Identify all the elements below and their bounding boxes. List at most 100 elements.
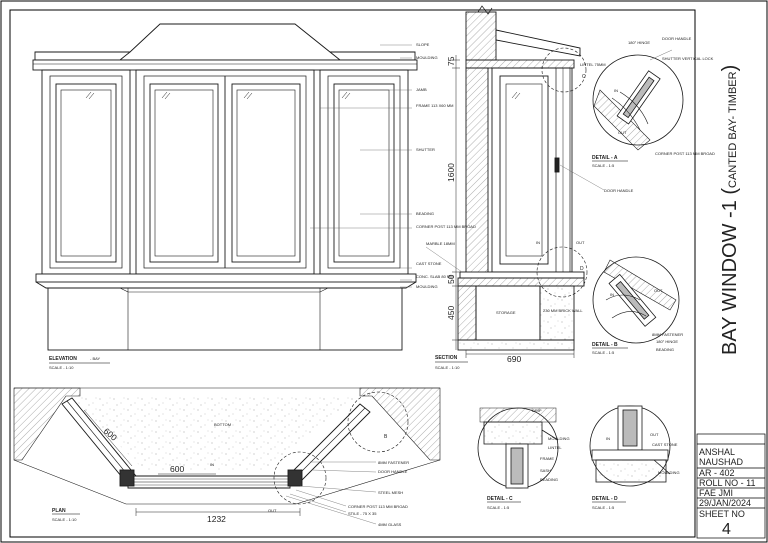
detail-c-scale: SCALE - 1:5 (487, 505, 510, 510)
label-section-out: OUT (576, 240, 585, 245)
label-plan-fastener: 8MM FASTENER (378, 460, 409, 465)
label-d-in: IN (606, 436, 610, 441)
label-a-hinge: 180° HINGE (628, 40, 650, 45)
detail-d-labels: IN OUT CAST STONE MOULDING (606, 432, 680, 475)
label-b-out: OUT (654, 288, 663, 293)
dim-plan-centre: 600 (170, 464, 184, 474)
section-shutter (499, 75, 549, 265)
detail-c-labels: DRIP MOULDING LINTEL FRAME SASH BEADING (532, 408, 570, 482)
tb-sheet-label: SHEET NO (699, 509, 745, 519)
section-labels: LINTEL 75MM MARBLE 18MM DOOR HANDLE STOR… (426, 62, 634, 315)
label-a-handle: DOOR HANDLE (662, 36, 692, 41)
label-plan-bottom: BOTTOM (214, 422, 231, 427)
elevation-title-suffix: - BAY (90, 356, 100, 361)
detail-a-scale: SCALE - 1:5 (592, 163, 615, 168)
label-b-hinge: 180° HINGE (656, 339, 678, 344)
tb-institute: FAE JMI (699, 488, 733, 498)
label-plan-stile: STILE - 75 X 35 (348, 511, 377, 516)
label-marble: MARBLE 18MM (426, 241, 455, 246)
brick-wall (539, 285, 575, 341)
section-left-wall (465, 67, 489, 279)
label-c-frame: FRAME (540, 456, 554, 461)
label-d-moulding: MOULDING (658, 470, 680, 475)
detail-c-callout (541, 47, 587, 93)
elevation-view (32, 23, 418, 351)
tb-class: AR - 402 (699, 468, 735, 478)
plan-title: PLAN (52, 508, 66, 514)
cast-stone-sill (35, 273, 417, 283)
label-d-out: OUT (650, 432, 659, 437)
label-cast-stone: CAST STONE (416, 261, 442, 266)
detail-b (592, 256, 680, 344)
label-lintel: LINTEL 75MM (580, 62, 606, 67)
label-a-corner-post: CORNER POST 113 MM BROAD (655, 151, 715, 156)
label-corner-post: CORNER POST 113 MM BROAD (416, 224, 476, 229)
label-plan-glass: 4MM GLASS (378, 522, 402, 527)
label-moulding-top: MOULDING (416, 55, 438, 60)
callout-c: C (582, 74, 586, 80)
label-a-out: OUT (618, 130, 627, 135)
tb-name-1: ANSHAL (699, 447, 735, 457)
dim-plan-total: 1232 (207, 514, 226, 524)
elevation-title: ELEVATION (49, 356, 77, 362)
title-sub: CANTED BAY- TIMBER (727, 71, 739, 188)
tb-name-2: NAUSHAD (699, 457, 744, 467)
label-b-in: IN (610, 292, 614, 297)
detail-a-labels: 180° HINGE DOOR HANDLE SHUTTER VERTICAL … (614, 36, 715, 156)
tb-date: 29/JAN/2024 (699, 498, 751, 508)
detail-b-title: DETAIL - B (592, 342, 618, 348)
tb-roll: ROLL NO - 11 (699, 478, 756, 488)
leader-marble (425, 246, 463, 273)
elevation-leaders (310, 44, 412, 288)
label-beading: BEADING (416, 211, 434, 216)
label-conc-slab: CONC. SLAB 80 MM (416, 274, 454, 279)
section-scale: SCALE - 1:10 (435, 365, 460, 370)
plan-dimensions (83, 409, 301, 516)
plan-floor (70, 396, 360, 470)
detail-a (592, 49, 684, 151)
label-shutter: SHUTTER (416, 147, 435, 152)
section-lintel (465, 59, 575, 69)
detail-d-title: DETAIL - D (592, 496, 618, 502)
label-a-lock: SHUTTER VERTICAL LOCK (662, 56, 714, 61)
title-block-text: ANSHAL NAUSHAD AR - 402 ROLL NO - 11 FAE… (699, 447, 756, 538)
label-plan-mesh: STEEL MESH (378, 490, 403, 495)
dim-section-sill: 50 (446, 274, 456, 284)
shutter-right (333, 83, 395, 263)
detail-c-title: DETAIL - C (487, 496, 513, 502)
callout-d: D (580, 266, 584, 272)
vertical-title: BAY WINDOW -1 (CANTED BAY- TIMBER) (719, 65, 741, 355)
title-block (696, 433, 766, 539)
plan-callout-a (347, 391, 409, 453)
marble-top (459, 271, 585, 279)
label-plan-out: OUT (268, 508, 277, 513)
label-section-in: IN (536, 240, 540, 245)
shutter-centre-right (231, 83, 301, 263)
label-plan-in: IN (210, 462, 214, 467)
label-a-in: IN (614, 88, 618, 93)
detail-a-title: DETAIL - A (592, 155, 618, 161)
label-plan-corner: CORNER POST 113 MM BROAD (348, 504, 408, 509)
dim-section-base: 450 (446, 306, 456, 320)
dim-section-height: 1600 (446, 163, 456, 182)
detail-d (589, 405, 671, 487)
dim-section-width: 690 (507, 354, 521, 364)
detail-b-scale: SCALE - 1:5 (592, 350, 615, 355)
shutter-centre-left (149, 83, 219, 263)
detail-d-callout (536, 246, 588, 298)
label-c-beading: BEADING (540, 477, 558, 482)
dim-section-top: 75 (446, 56, 456, 66)
label-plan-handle: DOOR HANDLE (378, 469, 408, 474)
label-c-moulding: MOULDING (548, 436, 570, 441)
tb-sheet-number: 4 (722, 521, 731, 538)
label-jamb: JAMB (416, 87, 427, 92)
label-frame: FRAME 113 X60 MM (416, 103, 454, 108)
roof-slope (34, 23, 416, 61)
label-moulding-bottom: MOULDING (416, 284, 438, 289)
section-dimensions (452, 55, 575, 358)
title-main: BAY WINDOW -1 ( (719, 188, 741, 355)
plan-scale: SCALE - 1:10 (52, 517, 77, 522)
plan-callout-b (273, 451, 327, 505)
